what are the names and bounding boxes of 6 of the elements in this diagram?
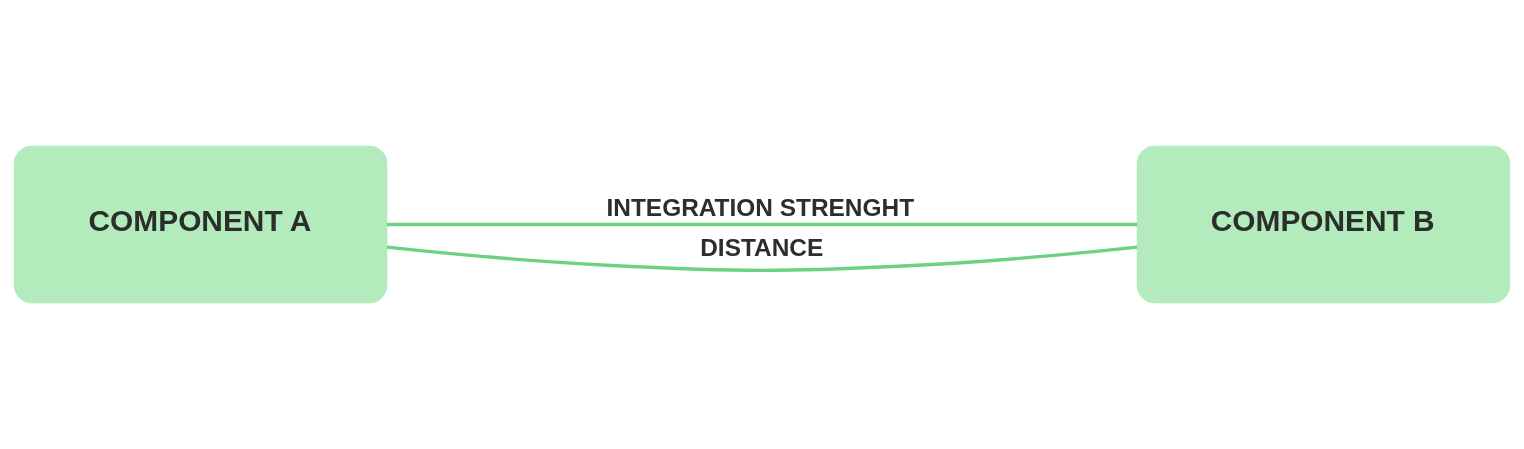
edge-label: DISTANCE: [700, 234, 824, 262]
connector: [386, 222, 1138, 227]
node-box: COMPONENT B: [1136, 145, 1511, 304]
connector: [386, 245, 1138, 273]
edge-label: INTEGRATION STRENGHT: [606, 193, 915, 221]
node-box: COMPONENT A: [13, 145, 388, 304]
